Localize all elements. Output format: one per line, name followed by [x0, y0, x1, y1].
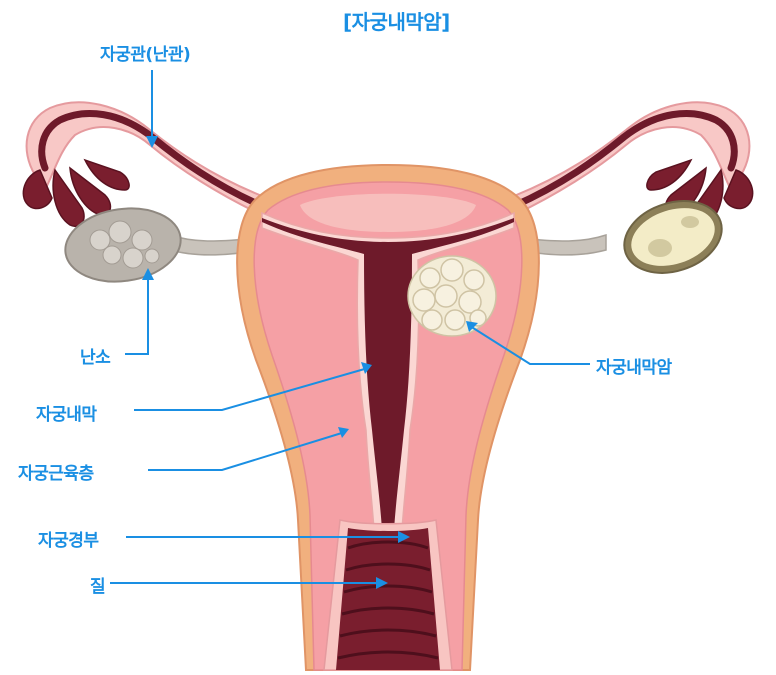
label-endometrial-cancer: 자궁내막암 — [596, 353, 672, 378]
label-cervix: 자궁경부 — [38, 526, 99, 551]
label-vagina: 질 — [90, 572, 105, 597]
follicle — [681, 216, 699, 228]
vaginal-canal — [336, 528, 440, 670]
label-endometrium: 자궁내막 — [36, 400, 97, 425]
label-ovary: 난소 — [80, 343, 110, 368]
follicle — [648, 239, 672, 257]
label-fallopian-tube: 자궁관(난관) — [100, 40, 190, 65]
label-myometrium: 자궁근육층 — [18, 459, 94, 484]
diagram-title: [자궁내막암] — [343, 6, 450, 35]
endometrial-tumor — [408, 256, 496, 336]
